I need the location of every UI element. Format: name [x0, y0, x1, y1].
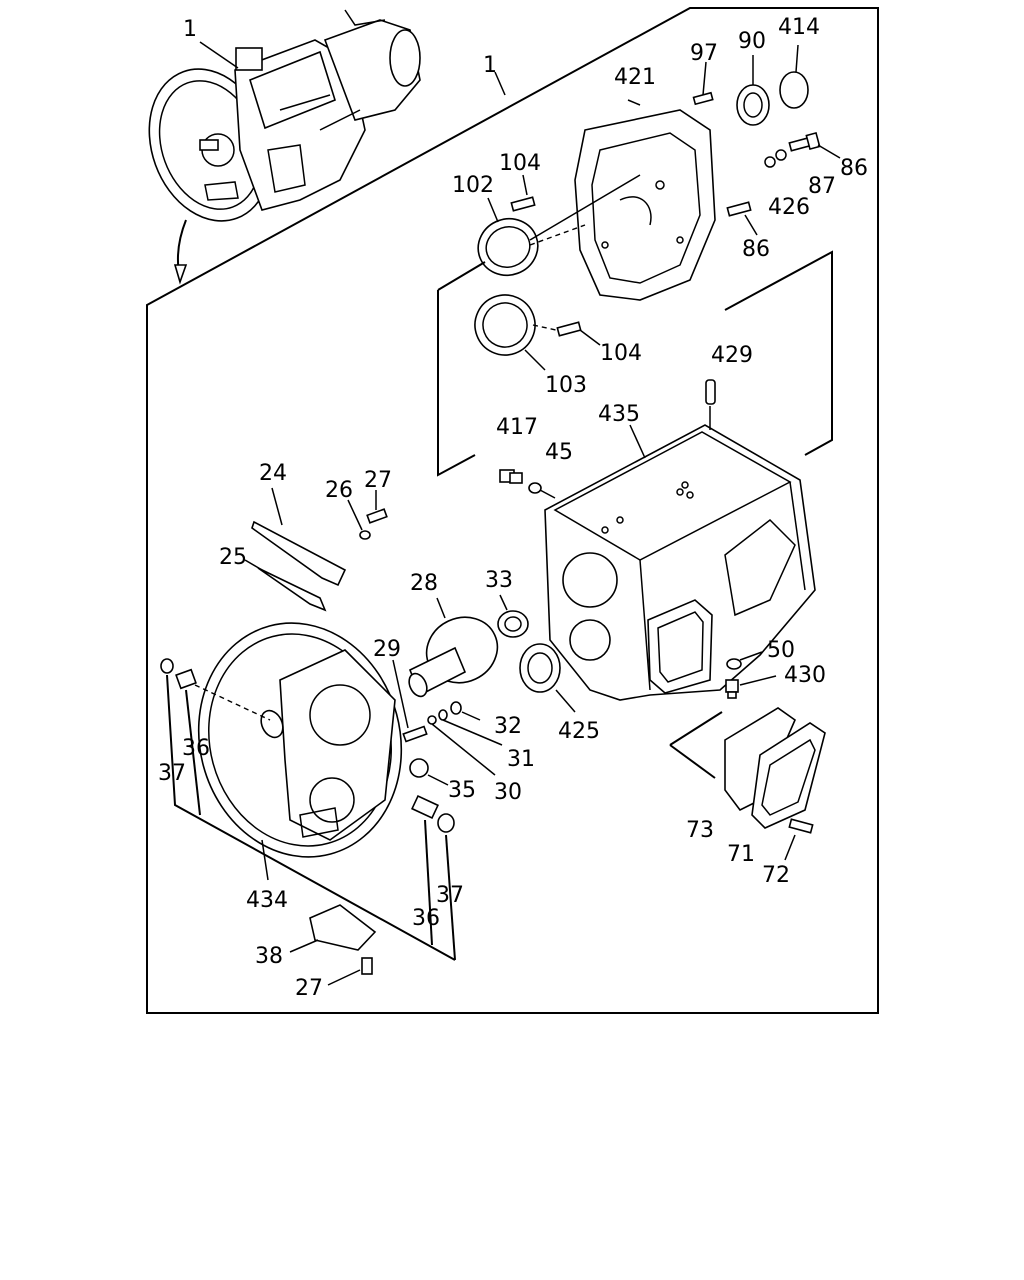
callout-24: 24 — [259, 461, 287, 486]
callout-421: 421 — [614, 65, 656, 90]
washer-32 — [450, 701, 462, 715]
callout-45: 45 — [545, 440, 573, 465]
cover-38 — [289, 904, 377, 953]
callout-71: 71 — [727, 842, 755, 867]
callout-414: 414 — [778, 15, 820, 40]
callout-97: 97 — [690, 41, 718, 66]
callout-33: 33 — [485, 568, 513, 593]
callout-37-left: 37 — [158, 761, 186, 786]
cover-103 — [474, 294, 546, 371]
callout-27-bottom: 27 — [295, 976, 323, 1001]
bolt-29 — [392, 659, 428, 743]
callout-1-top: 1 — [183, 17, 197, 42]
plate-24 — [251, 520, 347, 587]
callout-36-left: 36 — [182, 736, 210, 761]
pin-429 — [705, 379, 716, 430]
gasket-25 — [257, 567, 327, 612]
retainer-28 — [408, 597, 499, 698]
callout-26: 26 — [325, 478, 353, 503]
callout-90: 90 — [738, 29, 766, 54]
callout-27-top: 27 — [364, 468, 392, 493]
callout-31: 31 — [507, 747, 535, 772]
callout-103: 103 — [545, 373, 587, 398]
callout-38: 38 — [255, 944, 283, 969]
callout-30: 30 — [494, 780, 522, 805]
washer-31 — [438, 709, 448, 721]
washer-30 — [427, 715, 437, 725]
bolt-72 — [784, 818, 814, 861]
plug-430 — [725, 675, 777, 699]
bolt-86-side — [726, 201, 758, 236]
diagram-frame — [146, 7, 879, 1014]
washer-45 — [528, 482, 542, 494]
cover-102 — [477, 197, 539, 277]
seal-37-left — [160, 658, 174, 674]
callout-435: 435 — [598, 402, 640, 427]
seal-35 — [409, 758, 449, 786]
callout-426: 426 — [768, 195, 810, 220]
callout-417: 417 — [496, 415, 538, 440]
callout-50: 50 — [767, 638, 795, 663]
callout-labels: 1 1 421 97 90 414 86 87 426 86 104 102 1… — [158, 15, 868, 1001]
transmission-case-435 — [544, 424, 816, 701]
seal-33 — [497, 594, 529, 638]
ring-50 — [726, 651, 763, 670]
bolt-86-top — [764, 131, 841, 168]
callout-36-right: 36 — [412, 906, 440, 931]
callout-429: 429 — [711, 343, 753, 368]
oil-seal-90 — [736, 55, 770, 126]
callout-1-bracket: 1 — [483, 53, 497, 78]
cover-425 — [519, 643, 576, 713]
flywheel-housing-434 — [197, 622, 403, 858]
callout-72: 72 — [762, 863, 790, 888]
callout-86-side: 86 — [742, 237, 770, 262]
cover-71 — [751, 722, 826, 829]
ring-414 — [779, 44, 809, 109]
callout-104-top: 104 — [499, 151, 541, 176]
callout-102: 102 — [452, 173, 494, 198]
callout-425: 425 — [558, 719, 600, 744]
callout-430: 430 — [784, 663, 826, 688]
seal-37-right — [437, 813, 455, 833]
callout-29: 29 — [373, 637, 401, 662]
callout-86-top: 86 — [840, 156, 868, 181]
bolt-104-bottom — [556, 321, 601, 346]
bolt-27-bottom — [327, 957, 373, 986]
clutch-housing-421 — [574, 99, 716, 301]
callout-37-right: 37 — [436, 883, 464, 908]
callout-28: 28 — [410, 571, 438, 596]
callout-35: 35 — [448, 778, 476, 803]
bolt-27-top — [366, 490, 388, 524]
bolt-104-top — [510, 174, 536, 212]
callout-434: 434 — [246, 888, 288, 913]
stud-97 — [692, 61, 714, 106]
bushing-36-right — [411, 794, 439, 820]
callout-32: 32 — [494, 714, 522, 739]
bushing-36-left — [175, 668, 197, 690]
callout-25: 25 — [219, 545, 247, 570]
callout-73: 73 — [686, 818, 714, 843]
washer-26 — [347, 499, 371, 540]
plug-417 — [499, 469, 523, 484]
callout-87: 87 — [808, 174, 836, 199]
callout-104-bottom: 104 — [600, 341, 642, 366]
transmission-assembly — [148, 9, 421, 222]
